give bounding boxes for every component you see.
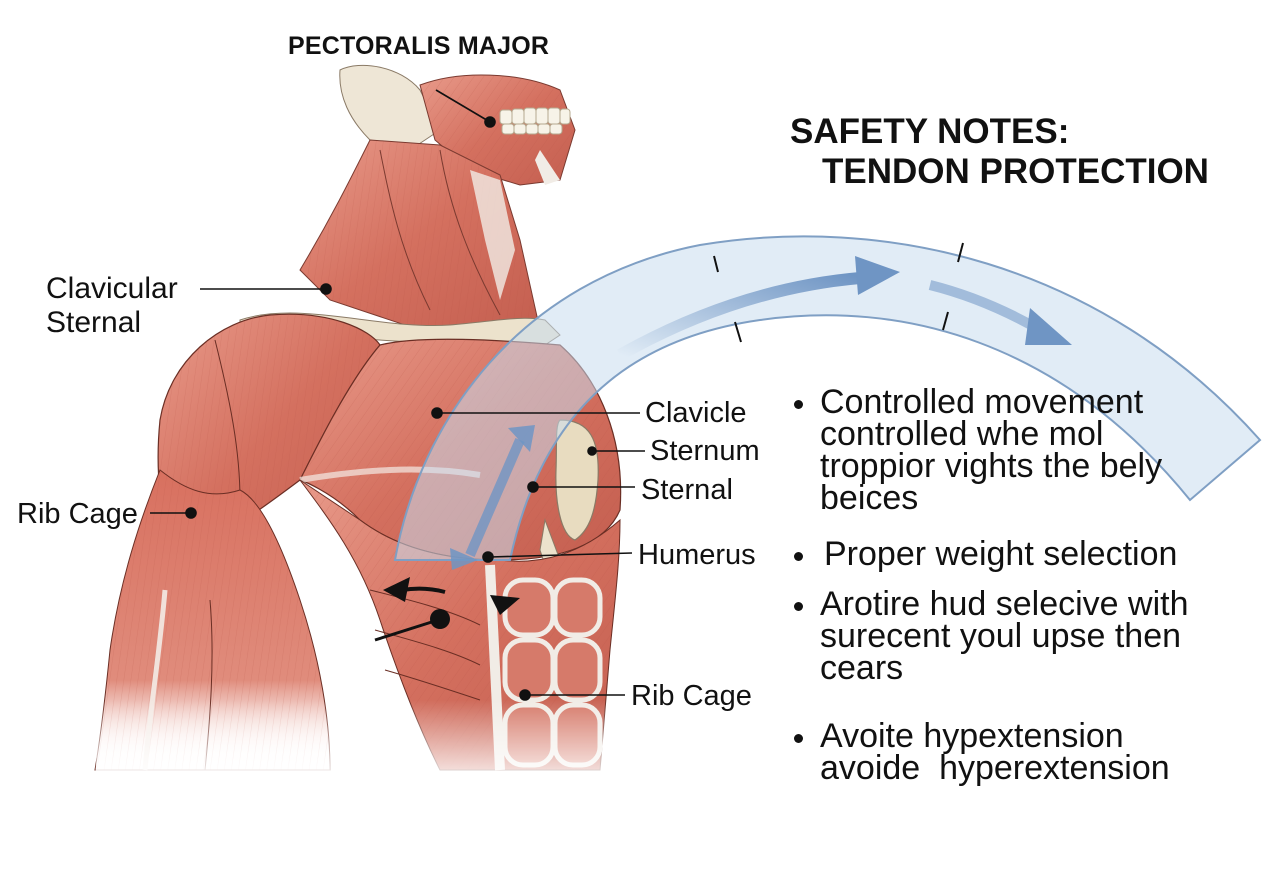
label-rib-cage-right: Rib Cage (631, 680, 752, 712)
note-line: Arotire hud selecive with (820, 585, 1189, 623)
safety-notes-title: SAFETY NOTES: (790, 112, 1070, 151)
range-of-motion-arc (393, 235, 1262, 561)
note-line: Controlled movement (820, 383, 1144, 421)
safety-note-item: Controlled movement controlled whe mol t… (790, 383, 1260, 517)
note-line: cears (820, 649, 904, 687)
bullet-icon (794, 400, 803, 409)
bullet-icon (794, 734, 803, 743)
note-line: controlled whe mol (820, 415, 1104, 453)
safety-note-item: Arotire hud selecive with surecent youl … (790, 585, 1260, 687)
label-rib-cage-left: Rib Cage (17, 498, 138, 530)
note-line: Avoite hypextension (820, 717, 1124, 755)
pectoralis-major-label: PECTORALIS MAJOR (288, 32, 550, 60)
note-line: beices (820, 479, 919, 517)
bullet-icon (794, 552, 803, 561)
tendon-protection-subtitle: TENDON PROTECTION (822, 152, 1209, 191)
label-clavicular: Clavicular (46, 272, 178, 305)
torso-muscles (299, 479, 630, 790)
leader-lines (150, 89, 645, 701)
label-humerus: Humerus (638, 539, 756, 571)
note-line: avoide hyperextension (820, 749, 1170, 787)
black-movement-arrows (374, 577, 520, 642)
upper-arm-muscles (94, 469, 331, 780)
motion-direction-arrows (450, 256, 1072, 570)
safety-note-item: Proper weight selection (790, 535, 1260, 573)
safety-note-item: Avoite hypextension avoide hyperextensio… (790, 717, 1260, 787)
label-sternal-left: Sternal (46, 306, 142, 339)
note-line: Proper weight selection (824, 535, 1178, 573)
label-sternum: Sternum (650, 435, 760, 467)
note-line: surecent youl upse then (820, 617, 1182, 655)
label-sternal-right: Sternal (641, 474, 733, 506)
note-line: troppior vights the bely (820, 447, 1163, 485)
safety-notes-list: Controlled movement controlled whe mol t… (790, 383, 1260, 787)
neck-muscles (299, 139, 541, 331)
label-clavicle: Clavicle (645, 397, 747, 429)
bullet-icon (794, 602, 803, 611)
